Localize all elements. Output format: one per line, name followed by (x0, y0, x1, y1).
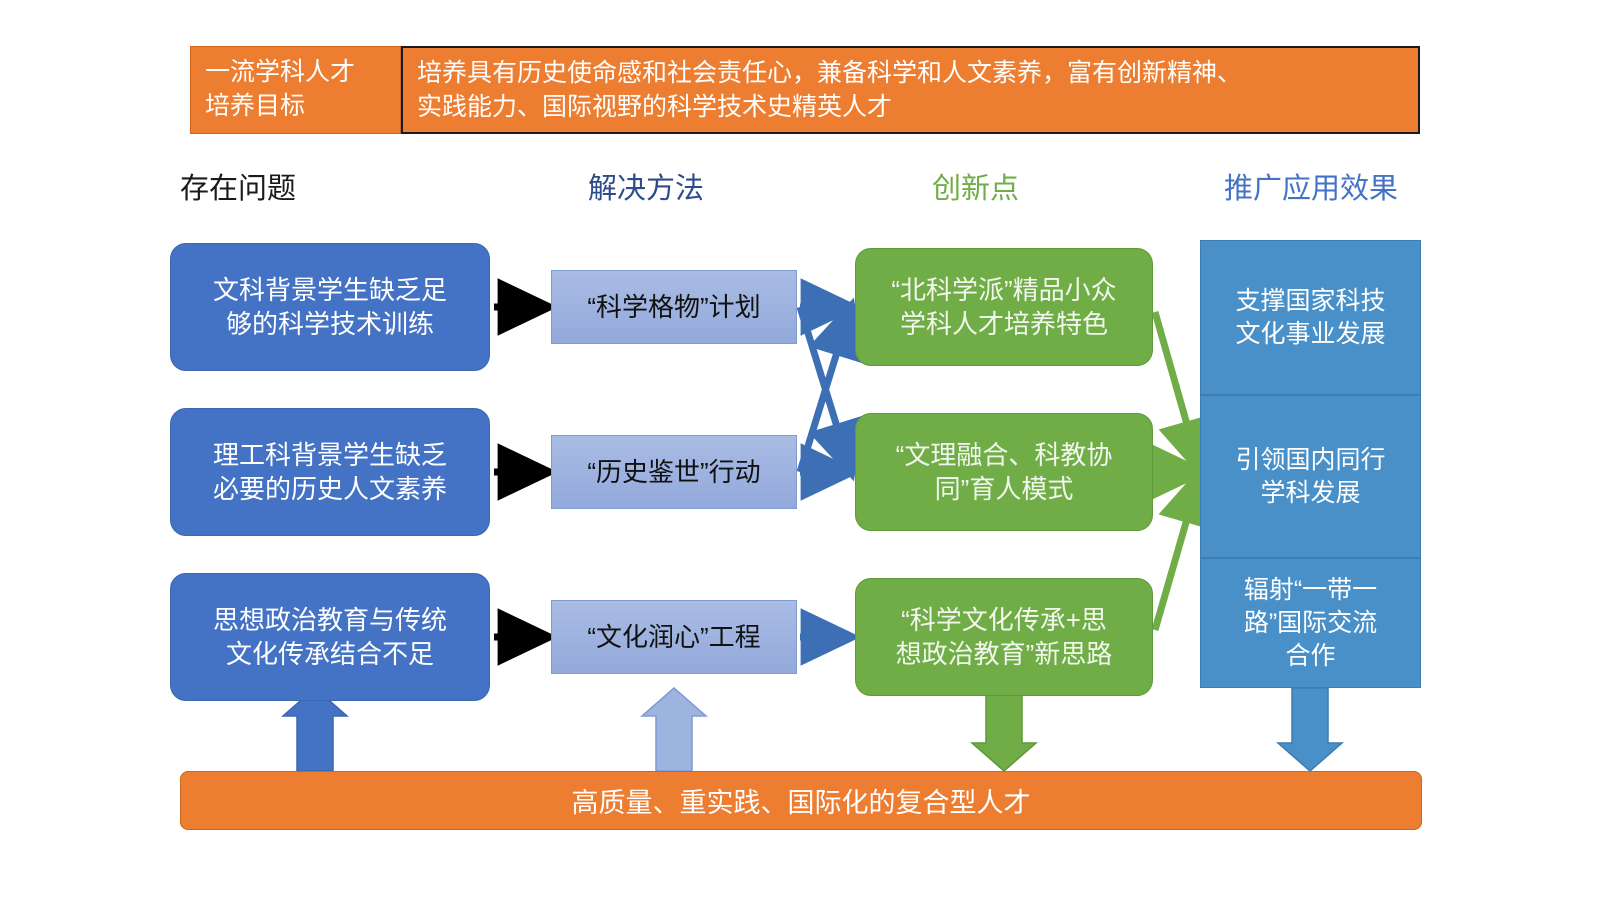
goal-strip: 一流学科人才 培养目标 培养具有历史使命感和社会责任心，兼备科学和人文素养，富有… (190, 46, 1420, 134)
outcome-banner: 高质量、重实践、国际化的复合型人才 (180, 771, 1422, 830)
innovation-box[interactable]: “文理融合、科教协 同”育人模式 (855, 413, 1153, 531)
innovation-box[interactable]: “科学文化传承+思 想政治教育”新思路 (855, 578, 1153, 696)
effect-box[interactable]: 支撑国家科技 文化事业发展 (1200, 240, 1421, 395)
arrow-innovation3-to-effects (1151, 464, 1214, 631)
effect-box[interactable]: 辐射“一带一 路”国际交流 合作 (1200, 558, 1421, 688)
method-box[interactable]: “文化润心”工程 (551, 600, 797, 674)
problem-box[interactable]: 文科背景学生缺乏足 够的科学技术训练 (170, 243, 490, 371)
method-box[interactable]: “科学格物”计划 (551, 270, 797, 344)
arrow-method1-to-innovation2 (796, 305, 864, 482)
goal-text: 培养具有历史使命感和社会责任心，兼备科学和人文素养，富有创新精神、 实践能力、国… (401, 46, 1420, 134)
goal-label: 一流学科人才 培养目标 (190, 46, 401, 134)
arrow-innovation1-to-effects (1151, 311, 1214, 480)
column-heading-innovations: 创新点 (932, 173, 1020, 205)
column-heading-effects: 推广应用效果 (1224, 173, 1399, 205)
block-arrow-up-light-blue (640, 687, 708, 772)
innovation-box[interactable]: “北科学派”精品小众 学科人才培养特色 (855, 248, 1153, 366)
effect-box[interactable]: 引领国内同行 学科发展 (1200, 395, 1421, 558)
column-heading-problems: 存在问题 (180, 173, 297, 205)
block-arrow-down-green (970, 687, 1038, 772)
arrow-method2-to-innovation1 (796, 297, 864, 474)
method-box[interactable]: “历史鉴世”行动 (551, 435, 797, 509)
column-heading-methods: 解决方法 (588, 173, 705, 205)
problem-box[interactable]: 理工科背景学生缺乏 必要的历史人文素养 (170, 408, 490, 536)
block-arrow-down-blue (1276, 687, 1344, 772)
problem-box[interactable]: 思想政治教育与传统 文化传承结合不足 (170, 573, 490, 701)
